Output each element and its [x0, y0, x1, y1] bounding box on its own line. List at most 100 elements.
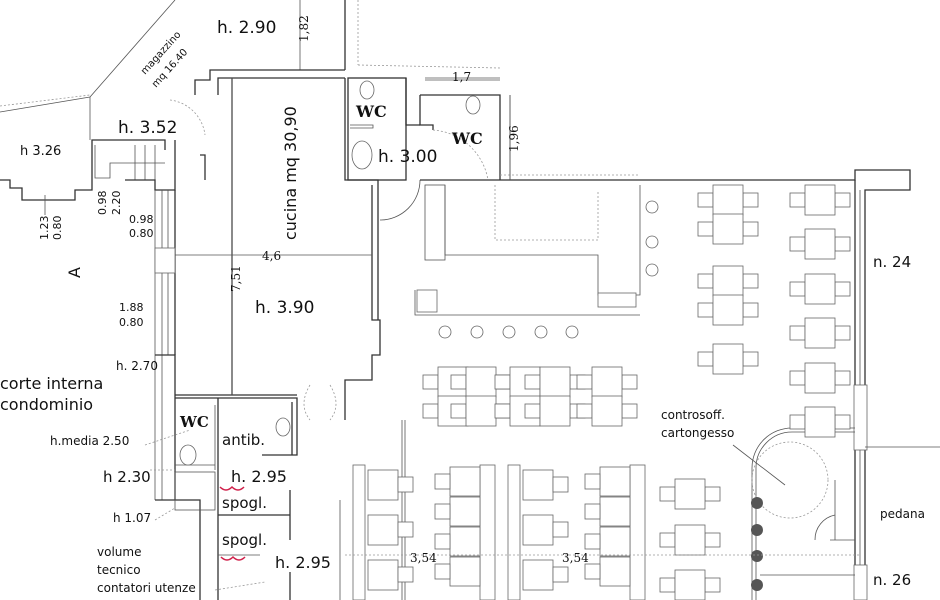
- window-size: 2.20: [110, 191, 123, 216]
- chair: [576, 374, 593, 390]
- chair: [742, 351, 759, 367]
- room-name: antib.: [222, 431, 265, 449]
- chair: [552, 521, 569, 538]
- chair: [789, 325, 806, 341]
- wc-block: [347, 77, 511, 221]
- dimension-label: 7,51: [229, 265, 243, 292]
- window-size: 0.80: [119, 316, 144, 329]
- stool: [438, 325, 452, 339]
- table: [367, 469, 399, 501]
- dimension-label: 1,7: [452, 70, 471, 84]
- table: [599, 496, 631, 527]
- wc-label: WC: [355, 102, 387, 121]
- window-size: 1.88: [119, 301, 144, 314]
- room-height: h. 2.95: [231, 467, 287, 486]
- service-rooms: [144, 397, 298, 600]
- table: [449, 496, 481, 527]
- chair: [834, 414, 851, 430]
- wc-label: WC: [451, 129, 483, 148]
- room-name: spogl.: [222, 494, 267, 512]
- note: volume: [97, 545, 141, 559]
- stool: [470, 325, 484, 339]
- chair: [704, 486, 721, 502]
- chair: [434, 503, 451, 520]
- dimension-lines: [339, 79, 860, 600]
- table: [674, 478, 706, 510]
- chair: [584, 503, 601, 520]
- outer-lines: [0, 0, 501, 140]
- dimension-label: 4,6: [262, 249, 281, 263]
- chair: [450, 374, 467, 390]
- dimension-label: 1,82: [297, 15, 311, 42]
- chair: [834, 325, 851, 341]
- chair: [742, 192, 759, 208]
- dimension-label: 3,54: [410, 551, 437, 565]
- table: [449, 526, 481, 557]
- chair: [524, 374, 541, 390]
- dimension-label: 1,96: [507, 125, 521, 152]
- chair: [704, 532, 721, 548]
- chair: [434, 533, 451, 550]
- area-label: condominio: [0, 395, 93, 414]
- chair: [834, 236, 851, 252]
- chair: [834, 192, 851, 208]
- table: [804, 317, 836, 349]
- table: [465, 395, 497, 427]
- chair: [834, 370, 851, 386]
- chair: [659, 532, 676, 548]
- chair: [697, 302, 714, 318]
- note: controsoff.: [661, 408, 725, 422]
- stool: [565, 325, 579, 339]
- table: [465, 366, 497, 398]
- table: [522, 469, 554, 501]
- chair: [397, 521, 414, 538]
- room-height: h. 3.90: [255, 298, 314, 318]
- chair: [434, 473, 451, 490]
- note: contatori utenze: [97, 581, 196, 595]
- chair: [450, 403, 467, 419]
- chair: [789, 192, 806, 208]
- stairs: [0, 139, 206, 600]
- chair: [742, 273, 759, 289]
- table: [599, 526, 631, 557]
- area-label: corte interna: [0, 374, 103, 393]
- chair: [697, 221, 714, 237]
- bench: [479, 464, 496, 600]
- note: cartongesso: [661, 426, 734, 440]
- chair: [552, 476, 569, 493]
- chair: [621, 374, 638, 390]
- height-label: h. 2.70: [116, 359, 158, 373]
- chair: [524, 403, 541, 419]
- main-room-walls: [401, 169, 940, 600]
- table: [599, 466, 631, 497]
- room-height: h. 2.95: [275, 553, 331, 572]
- dimension-label: 3,54: [562, 551, 589, 565]
- room-name: cucina mq 30,90: [281, 106, 300, 240]
- table: [449, 556, 481, 587]
- furniture: [352, 184, 851, 600]
- pedana-area: [732, 427, 855, 600]
- table: [804, 184, 836, 216]
- chair: [697, 273, 714, 289]
- table: [367, 514, 399, 546]
- table: [599, 556, 631, 587]
- room-height: h. 2.90: [217, 18, 276, 38]
- table: [591, 395, 623, 427]
- bench: [507, 464, 521, 600]
- chair: [584, 533, 601, 550]
- chair: [552, 566, 569, 583]
- room-height: h. 3.00: [378, 147, 437, 167]
- room-height: h 3.26: [20, 144, 61, 159]
- table: [804, 406, 836, 438]
- stool: [645, 200, 659, 214]
- stool: [502, 325, 516, 339]
- chair: [789, 236, 806, 252]
- window-size: 0.98: [96, 191, 109, 216]
- chair: [397, 476, 414, 493]
- chair: [789, 370, 806, 386]
- window-size: 0.80: [51, 216, 64, 241]
- table: [591, 366, 623, 398]
- chair: [659, 486, 676, 502]
- chair: [834, 281, 851, 297]
